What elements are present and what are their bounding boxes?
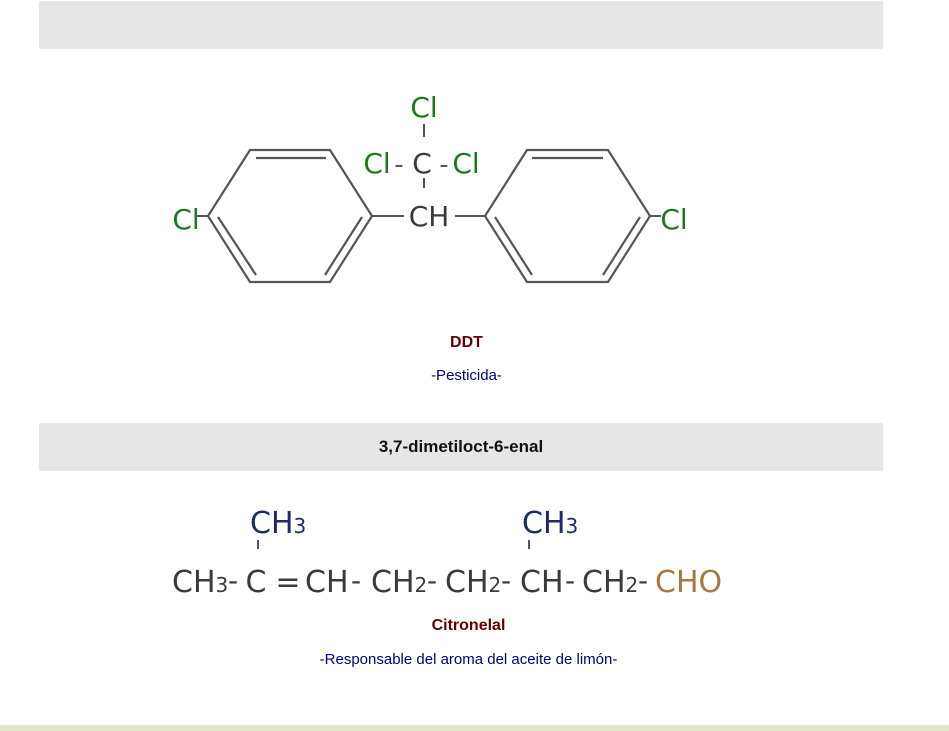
ch-label: CH xyxy=(409,200,450,233)
cl-top-label: Cl xyxy=(410,91,437,124)
methyl-branch-1: CH3 xyxy=(250,506,306,541)
ch2-3: CH2 xyxy=(582,565,638,600)
ddt-description: -Pesticida- xyxy=(431,367,502,384)
ch-1: CH xyxy=(305,565,349,600)
ch2-2: CH2 xyxy=(445,565,501,600)
ddt-bonds xyxy=(197,124,661,217)
bottom-strip xyxy=(0,725,949,731)
ddt-name: DDT xyxy=(450,334,483,351)
citronelal-name: Citronelal xyxy=(431,617,506,634)
double-bond: = xyxy=(275,565,300,600)
carbon-label: C xyxy=(412,147,432,180)
dash-6: - xyxy=(638,564,648,597)
dash-5: - xyxy=(565,564,575,597)
dash-left: - xyxy=(394,150,403,180)
cl-right-label: Cl xyxy=(452,147,479,180)
cl-left-label: Cl xyxy=(363,147,390,180)
dash-2: - xyxy=(351,564,361,597)
ch2-1: CH2 xyxy=(371,565,427,600)
ch3-start: CH3 xyxy=(172,565,228,600)
dash-4: - xyxy=(501,564,511,597)
citronelal-description: -Responsable del aroma del aceite de lim… xyxy=(319,651,618,668)
dash-1: - xyxy=(228,564,238,597)
methyl-branch-2: CH3 xyxy=(522,506,578,541)
dash-3: - xyxy=(427,564,437,597)
ch-2: CH xyxy=(520,565,564,600)
carbon-c: C xyxy=(246,565,267,600)
citronelal-branch-bonds xyxy=(257,540,530,549)
aldehyde-group: CHO xyxy=(655,565,722,600)
citronelal-heading: 3,7-dimetiloct-6-enal xyxy=(378,437,544,456)
cl-ring-left-label: Cl xyxy=(172,203,199,236)
header-bar xyxy=(39,1,883,49)
dash-right: - xyxy=(439,150,448,180)
cl-ring-right-label: Cl xyxy=(660,203,687,236)
citronelal-heading-bar: 3,7-dimetiloct-6-enal xyxy=(39,423,883,471)
